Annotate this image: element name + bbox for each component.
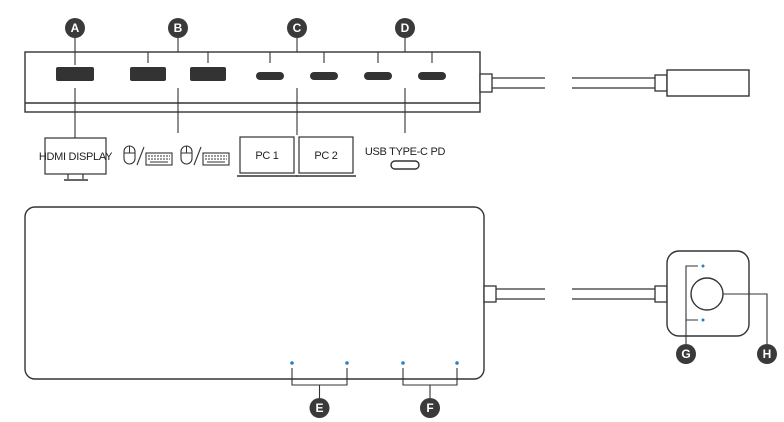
hub-side-view [24, 51, 750, 113]
pc2-label: PC 2 [314, 150, 337, 162]
callout-a: A [65, 18, 85, 38]
led-indicator-icon [401, 361, 405, 365]
callout-h: H [757, 344, 777, 364]
callout-f: F [420, 398, 440, 418]
usb-c-port-icon [364, 72, 392, 80]
switch-button-icon [690, 277, 724, 311]
usb-c-port-icon [310, 72, 338, 80]
led-indicator-icon [345, 361, 349, 365]
callout-g: G [676, 344, 696, 364]
callout-letter: H [763, 347, 772, 361]
mouse-keyboard-set-2 [180, 145, 230, 166]
slash-divider [193, 146, 202, 166]
callout-badge [676, 344, 696, 364]
usb-c-port-icon [418, 72, 446, 80]
callout-letter: D [401, 21, 410, 35]
usb-c-port-icon [256, 72, 284, 80]
usb-pd-group: USB TYPE-C PD [365, 146, 446, 170]
callout-d: D [395, 18, 415, 38]
hdmi-port-icon [56, 67, 94, 81]
laptop-icon: PC 1 [237, 136, 297, 177]
usb-pd-label: USB TYPE-C PD [365, 146, 446, 158]
led-indicator-icon [455, 361, 459, 365]
hub-top-view [24, 206, 668, 398]
top-callout-leaders [74, 38, 433, 65]
callout-badge [420, 398, 440, 418]
callout-badge [309, 398, 330, 418]
callout-letter: F [426, 401, 433, 415]
device-leaders [74, 88, 406, 138]
pc1-label: PC 1 [255, 150, 278, 162]
callout-badge [395, 18, 415, 38]
callout-letter: G [681, 347, 690, 361]
slash-divider [136, 146, 145, 166]
cable-strain-relief [654, 74, 668, 92]
mouse-icon [180, 145, 193, 165]
mouse-icon [123, 145, 136, 165]
callout-c: C [287, 18, 307, 38]
cable-strain-relief [654, 285, 668, 303]
led-indicator-icon [701, 318, 705, 322]
keyboard-icon [145, 152, 173, 166]
usb-a-port-icon [130, 67, 166, 81]
usb-a-port-icon [190, 67, 226, 81]
laptop-icon: PC 2 [296, 136, 356, 177]
callout-badge [168, 18, 188, 38]
cable-strain-relief [483, 285, 497, 303]
callout-letter: C [293, 21, 302, 35]
hub-top-body [24, 206, 485, 380]
hdmi-display-label: HDMI DISPLAY [39, 151, 113, 163]
callout-leader-g [685, 265, 698, 321]
callout-badge [287, 18, 307, 38]
callout-badge [65, 18, 85, 38]
callout-letter: A [71, 21, 80, 35]
callout-e: E [309, 398, 330, 418]
cable-strain-relief [479, 73, 493, 93]
usb-c-connector-icon [666, 69, 750, 97]
usb-c-connector-icon [390, 160, 420, 170]
callout-letter: B [174, 21, 183, 35]
callout-badge [757, 344, 777, 364]
monitor-icon: HDMI DISPLAY [39, 137, 113, 181]
callout-b: B [168, 18, 188, 38]
keyboard-icon [202, 152, 230, 166]
callout-leader-h [723, 293, 768, 344]
switch-remote [666, 250, 768, 344]
mouse-keyboard-set-1 [123, 145, 173, 166]
callout-leader-e [291, 368, 348, 386]
led-indicator-icon [290, 361, 294, 365]
callout-letter: E [315, 401, 323, 415]
led-indicator-icon [701, 264, 705, 268]
callout-leader-f [402, 368, 458, 386]
